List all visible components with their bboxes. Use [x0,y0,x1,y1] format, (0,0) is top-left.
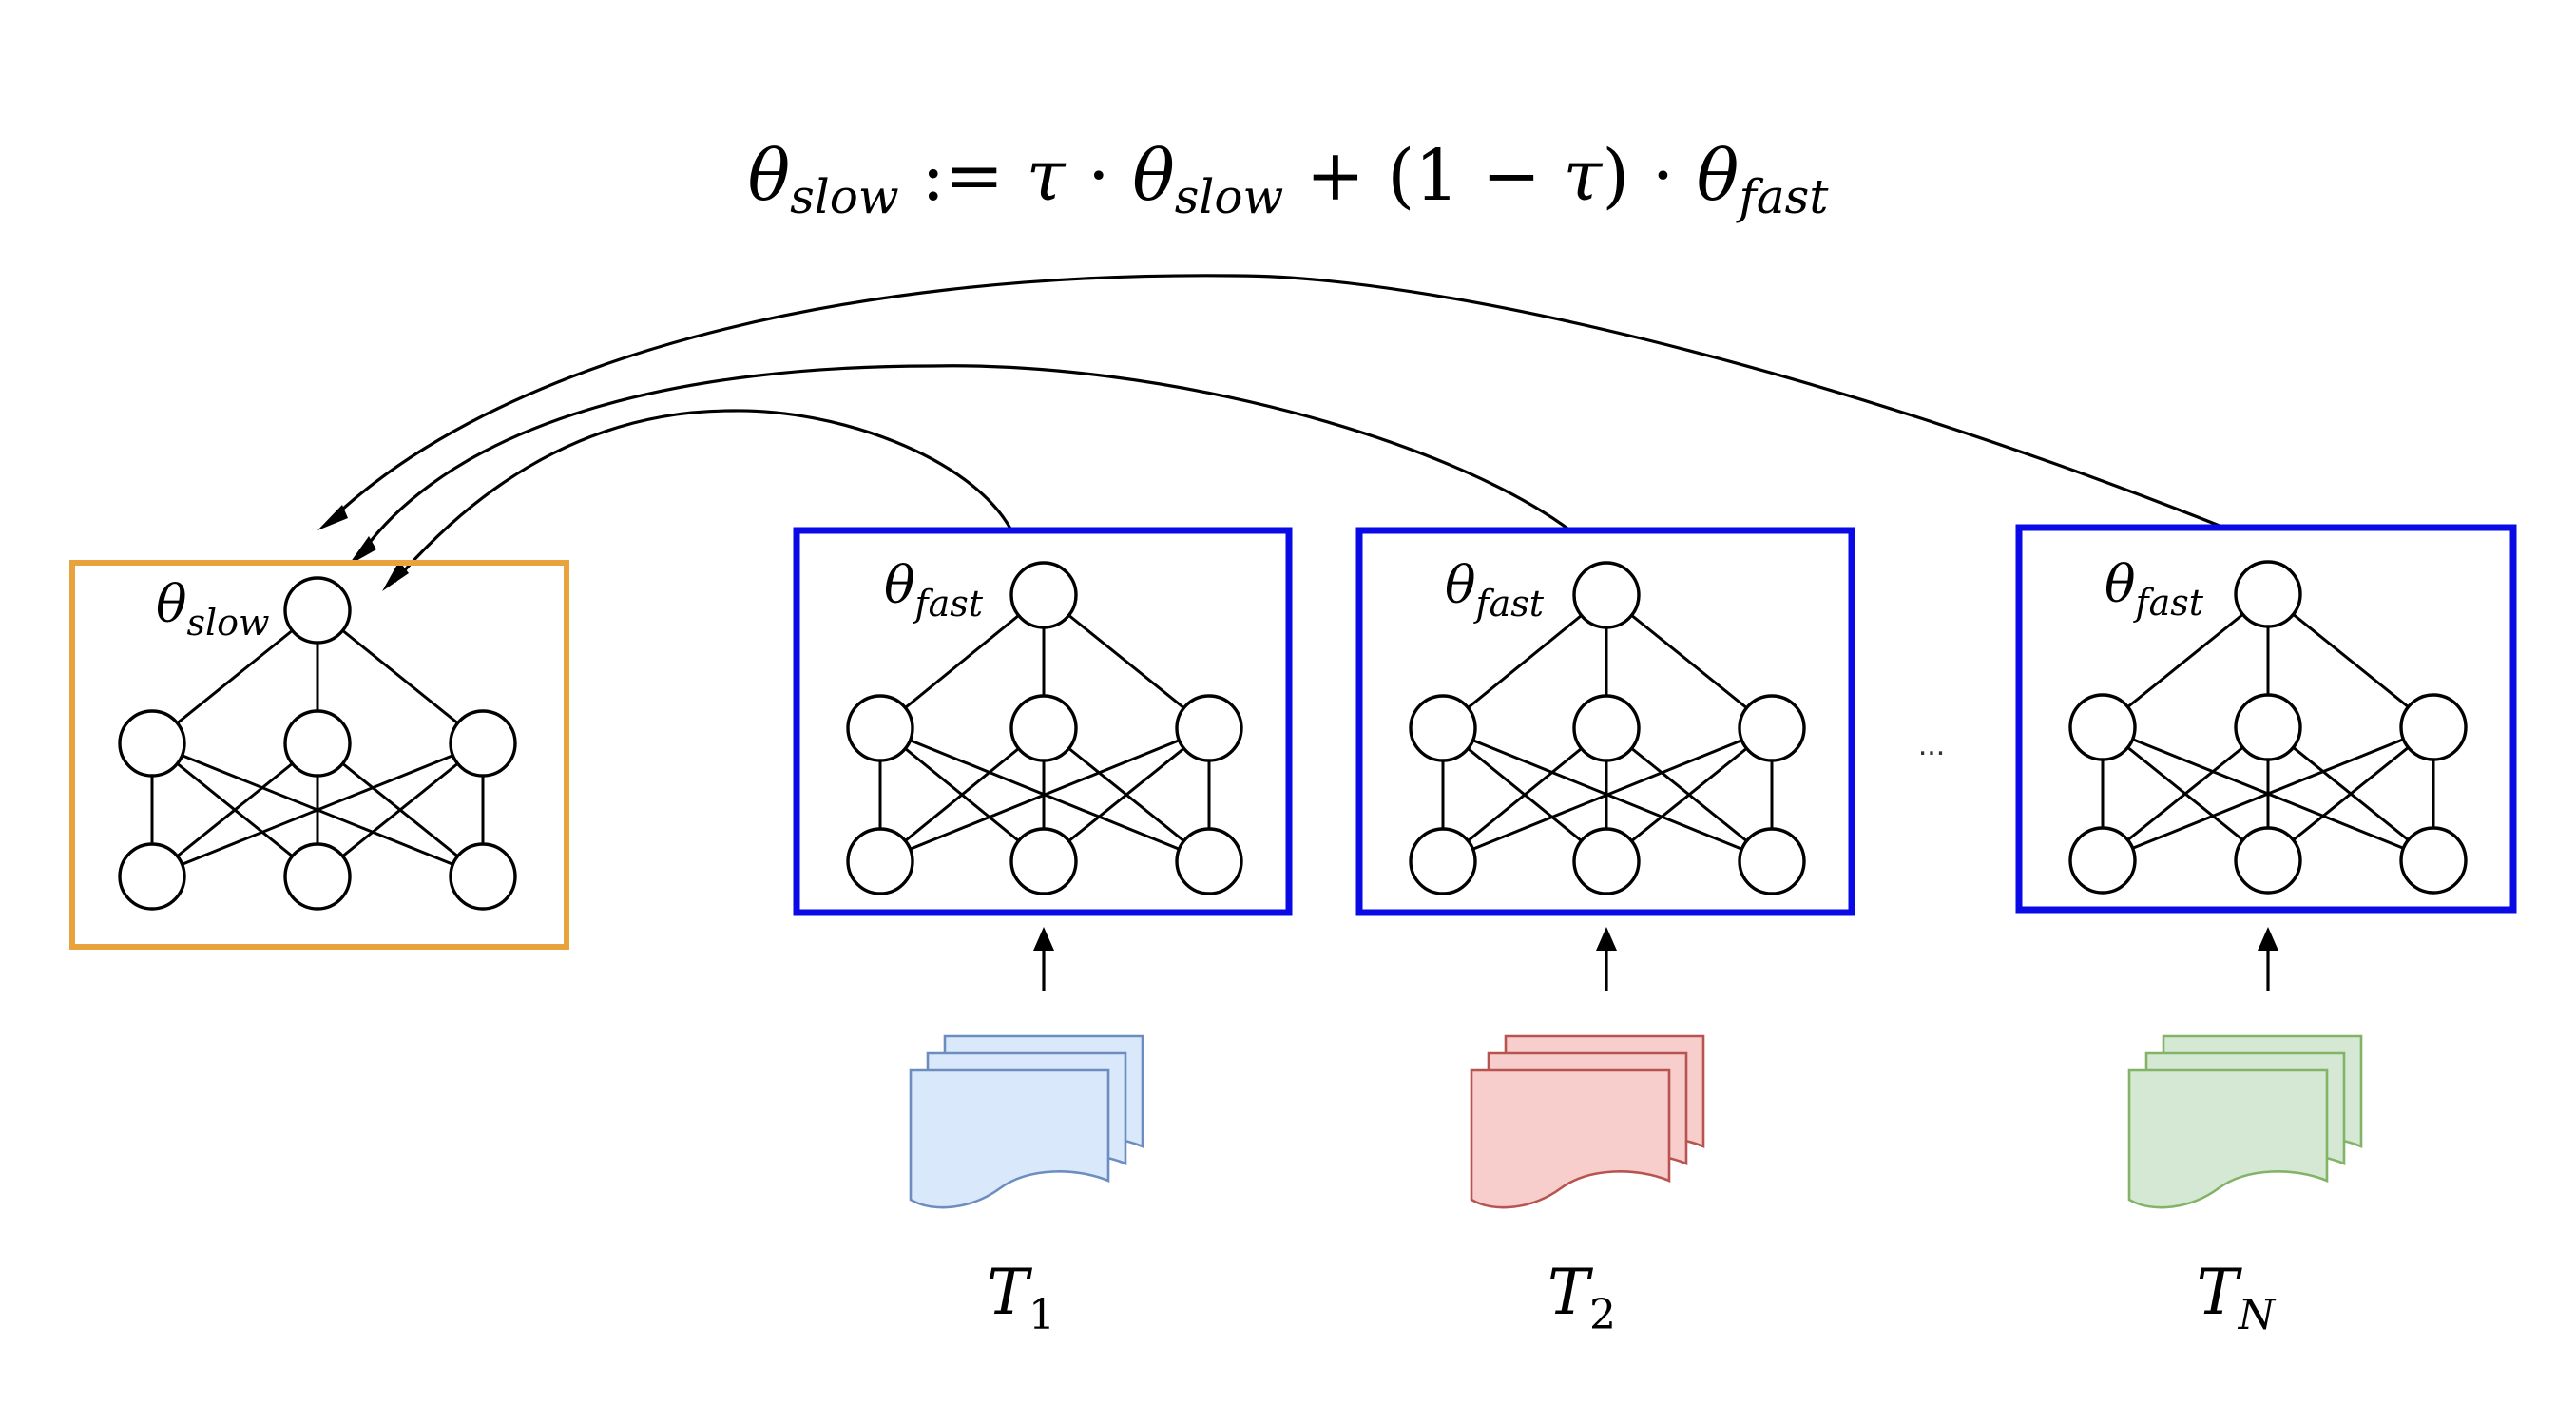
hidden-node [449,709,517,778]
hidden-node [2234,693,2302,761]
hidden-node [2068,693,2137,761]
theta-fast-label: θfast [2105,554,2204,624]
update-arrows [317,274,2225,591]
input-node [118,842,186,911]
input-node [2068,826,2137,895]
fast-network-box [793,527,1293,916]
theta-slow-label: θslow [156,574,270,644]
arrowhead-3-icon [317,505,348,530]
input-node [1572,827,1641,895]
fast-network-edges [1441,593,1774,863]
ellipsis: ... [1918,726,1945,762]
input-node [2234,826,2302,895]
input-node [1009,827,1078,895]
task-2-documents-icon [1470,1034,1705,1209]
task-n-label: TN [2197,1256,2277,1339]
input-node [1175,827,1243,895]
hidden-node [846,694,914,762]
arrowhead-1-icon [382,561,409,591]
slow-network-box [69,560,569,950]
hidden-node [2399,693,2468,761]
input-node [1409,827,1477,895]
hidden-node [1738,694,1806,762]
fast-network-box [2015,524,2517,914]
task-n-documents-icon [2127,1034,2363,1209]
hidden-node [1175,694,1243,762]
hidden-node [1009,694,1078,762]
fast-network-2: θfast [1355,527,1855,916]
hidden-node [283,709,352,778]
fast-network-box [1355,527,1855,916]
input-node [449,842,517,911]
input-node [846,827,914,895]
input-node [1738,827,1806,895]
up-arrow-icon [2258,927,2278,951]
update-formula: θslow := τ · θslow + (1 − τ) · θfast [748,135,1830,224]
update-arrow-1 [393,409,1012,584]
task-1-documents-icon [909,1034,1144,1209]
hidden-node [1572,694,1641,762]
output-node [1572,561,1641,629]
output-node [1009,561,1078,629]
task-1-label: T1 [987,1256,1055,1339]
fast-network-n: θfast [2015,524,2517,914]
theta-fast-label: θfast [1445,555,1545,625]
up-arrow-icon [1033,927,1054,951]
hidden-node [1409,694,1477,762]
update-arrow-2 [357,364,1571,557]
fast-network-1: θfast [793,527,1293,916]
hidden-node [118,709,186,778]
output-node [2234,560,2302,628]
output-node [283,576,352,645]
input-node [283,842,352,911]
slow-network: θslow [69,560,569,950]
theta-fast-label: θfast [884,555,984,625]
update-arrow-3 [326,274,2225,529]
task-input-arrows [1033,927,2278,991]
input-node [2399,826,2468,895]
arrowhead-2-icon [348,536,376,566]
up-arrow-icon [1596,927,1617,951]
fast-network-edges [2101,592,2435,862]
task-2-label: T2 [1548,1256,1616,1339]
